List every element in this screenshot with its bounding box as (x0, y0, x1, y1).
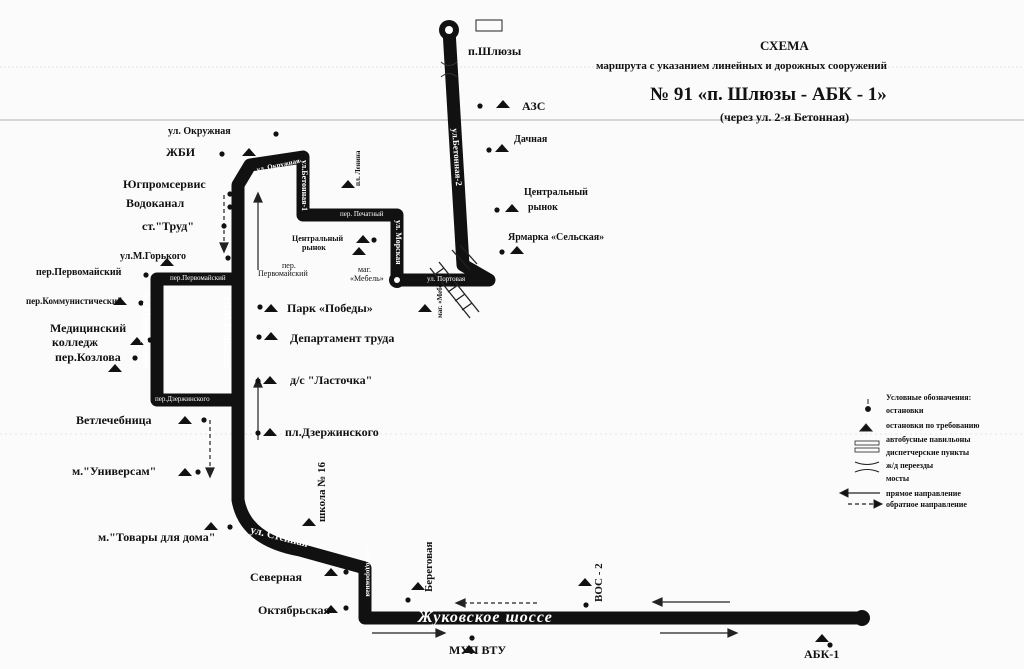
stop-shlyuzy: п.Шлюзы (468, 44, 522, 58)
stop-oktyabrskaya: Октябрьская (258, 603, 331, 617)
stop-department: Департамент труда (290, 331, 395, 345)
stop-lastochka: д/с "Ласточка" (290, 373, 373, 387)
stop-central-market-inner-1: Центральный (292, 234, 344, 243)
street-zhukovskoe: Жуковское шоссе (418, 609, 553, 626)
stop-yugprom: Югпромсервис (123, 177, 206, 191)
stop-vetlech: Ветлечебница (76, 413, 152, 427)
stop-yarmarka: Ярмарка «Сельская» (508, 232, 605, 243)
stop-kozlova: пер.Козлова (55, 350, 121, 364)
stop-trud: ст."Труд" (142, 219, 195, 233)
legend-item-on-request: остановки по требованию (886, 421, 980, 430)
stop-azs: АЗС (522, 99, 546, 113)
street-dzerzhinskogo: пер.Дзержинского (155, 395, 210, 403)
stop-kommun: пер.Коммунистический (26, 296, 123, 306)
route-via: (через ул. 2-я Бетонная) (720, 110, 850, 124)
railway-crossing-icon (429, 244, 480, 319)
stop-universam: м."Универсам" (72, 464, 157, 478)
street-gorkogo: ул.М.Горького (221, 296, 233, 369)
street-morskaya: ул. Морская (394, 220, 403, 265)
dispatch-point-icon (475, 19, 503, 32)
stop-dzerzhinskogo: пл.Дзержинского (285, 425, 379, 439)
legend-title: Условные обозначения: (886, 393, 972, 402)
street-portovaya: ул. Портовая (427, 275, 466, 283)
street-pechatny: пер. Печатный (340, 210, 384, 218)
stop-okruzhnaya: ул. Окружная (168, 126, 231, 137)
stop-pl-lenina: пл. Ленина (354, 150, 362, 186)
stop-park-pobedy: Парк «Победы» (287, 301, 373, 315)
stop-central-market-1: Центральный (524, 187, 588, 198)
legend-item-stops: остановки (886, 406, 924, 415)
bus-pavilion-markers (108, 100, 829, 653)
stop-vos2: ВОС - 2 (593, 563, 605, 602)
legend-item-forward: прямое направление (886, 489, 961, 498)
street-avtodorozhnaya: ул. Автодорожная (364, 540, 372, 597)
stop-severnaya: Северная (250, 570, 303, 584)
stop-zhbi: ЖБИ (166, 145, 196, 159)
stop-mebel-2: «Мебель» (350, 274, 384, 283)
route-line (150, 23, 867, 625)
stop-mebel-1: маг. (358, 265, 371, 274)
schema-title: СХЕМА (760, 38, 809, 53)
stop-medcollege-2: колледж (52, 335, 99, 349)
stop-central-market-2: рынок (528, 202, 558, 213)
street-pervomaisky: пер.Первомайский (170, 274, 226, 282)
stop-markers (132, 103, 833, 648)
legend-item-rail: ж/д переезды (886, 461, 934, 470)
schema-subtitle: маршрута с указанием линейных и дорожных… (596, 60, 887, 72)
street-pionerskaya: ул.Пионерская (140, 294, 152, 369)
stop-central-market-inner-2: рынок (302, 243, 326, 252)
stop-dachnaya: Дачная (514, 134, 548, 145)
route-title: № 91 «п. Шлюзы - АБК - 1» (650, 84, 887, 105)
street-betonnaya1: ул.Бетонная-1 (300, 160, 309, 212)
stop-abk1: АБК-1 (804, 647, 840, 661)
stop-school16: школа № 16 (316, 461, 328, 522)
legend-item-bridges: мосты (886, 474, 910, 483)
stop-mup-vtu: МУП ВТУ (449, 643, 507, 657)
stop-tovary: м."Товары для дома" (98, 530, 216, 544)
stop-per-pervomaisky-small-2: Первомайский (258, 269, 308, 278)
stop-beregovaya: Береговая (423, 541, 435, 593)
terminal-abk (854, 610, 870, 626)
stop-pervomaisky: пер.Первомайский (36, 267, 122, 278)
legend-item-dispatch: диспетчерские пункты (886, 448, 970, 457)
stop-per-pervomaisky-small-1: пер. (282, 261, 296, 270)
stop-gorkogo: ул.М.Горького (120, 251, 187, 262)
legend-symbols (838, 399, 884, 509)
legend-item-pavilions: автобусные павильоны (886, 435, 971, 444)
bridge-icon (440, 61, 458, 78)
legend-item-reverse: обратное направление (886, 500, 967, 509)
stop-medcollege-1: Медицинский (50, 321, 127, 335)
stop-vodokanal: Водоканал (126, 196, 185, 210)
